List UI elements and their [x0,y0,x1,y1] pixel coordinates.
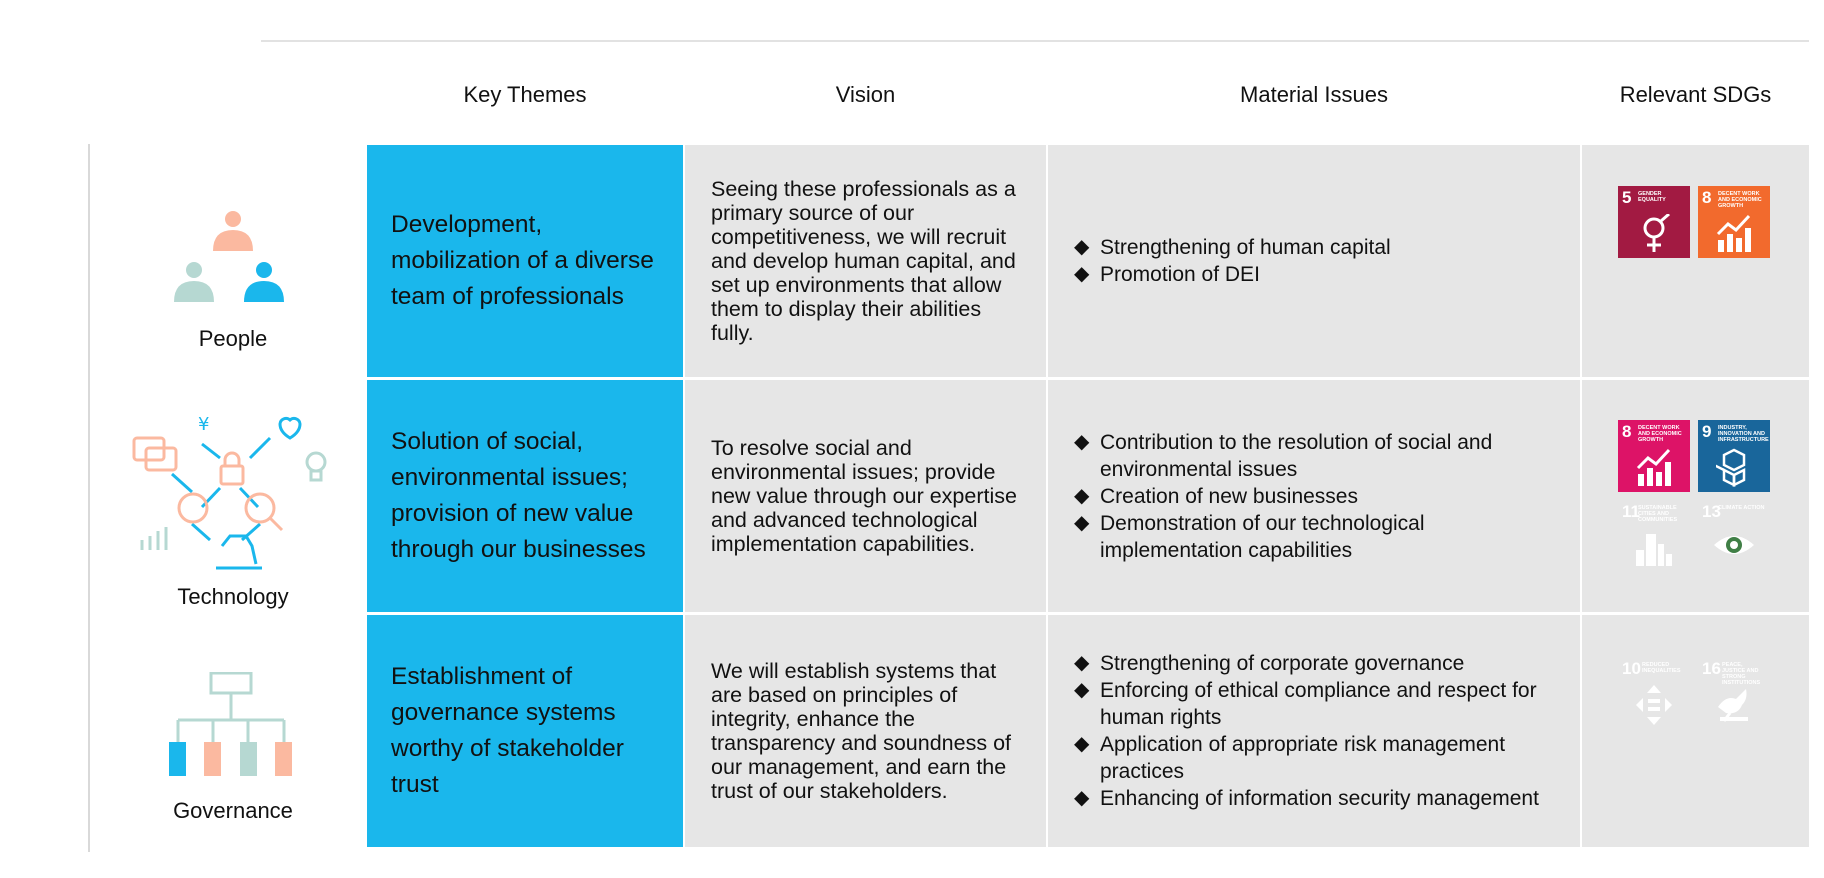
reduced-inequalities-icon [1636,685,1672,725]
list-item: Application of appropriate risk manageme… [1074,731,1554,785]
row-people-vision: Seeing these professionals as a primary … [685,145,1046,377]
row-governance-sdgs: 10 REDUCED INEQUALITIES 16 PEACE, JUSTIC… [1582,615,1809,847]
economic-growth-icon [1716,214,1751,252]
economic-growth-icon [1636,448,1671,486]
row-technology-theme: Solution of social, environmental issues… [367,380,683,612]
sdg-tile-8: 8 DECENT WORK AND ECONOMIC GROWTH [1698,186,1770,258]
row-governance-vision: We will establish systems that are based… [685,615,1046,847]
people-icon [174,211,284,302]
sdg-tile-10: 10 REDUCED INEQUALITIES [1618,657,1690,729]
material-issues-list: Contribution to the resolution of social… [1074,429,1554,564]
sdg-tile-16: 16 PEACE, JUSTICE AND STRONG INSTITUTION… [1698,657,1770,729]
city-icon [1636,534,1672,566]
material-issues-list: Strengthening of human capital Promotion… [1074,234,1391,288]
header-key-themes: Key Themes [463,82,587,107]
sdg-tile-5: 5 GENDER EQUALITY [1618,186,1690,258]
row-technology-issues: Contribution to the resolution of social… [1048,380,1580,612]
peace-dove-icon [1718,689,1748,722]
infrastructure-icon [1716,448,1746,488]
climate-eye-icon [1714,536,1754,554]
category-technology: ¥ Technology [120,412,346,610]
gender-equality-icon [1643,214,1670,252]
sdg-tile-9: 9 INDUSTRY, INNOVATION AND INFRASTRUCTUR… [1698,420,1770,492]
row-people-issues: Strengthening of human capital Promotion… [1048,145,1580,377]
category-label: People [198,326,268,351]
category-label: Governance [173,798,293,823]
governance-org-chart-icon [169,672,292,776]
left-divider [88,144,90,852]
list-item: Contribution to the resolution of social… [1074,429,1554,483]
list-item: Strengthening of corporate governance [1074,650,1554,677]
row-technology-sdgs: 8 DECENT WORK AND ECONOMIC GROWTH 9 INDU… [1582,380,1809,612]
row-technology-vision: To resolve social and environmental issu… [685,380,1046,612]
header-relevant-sdgs: Relevant SDGs [1619,82,1772,107]
category-governance: Governance [120,672,346,824]
list-item: Strengthening of human capital [1074,234,1391,261]
list-item: Demonstration of our technological imple… [1074,510,1554,564]
sdg-tile-11: 11 SUSTAINABLE CITIES AND COMMUNITIES [1618,500,1690,572]
category-people: People [120,206,346,352]
list-item: Creation of new businesses [1074,483,1554,510]
list-item: Enhancing of information security manage… [1074,785,1554,812]
sdg-tile-8: 8 DECENT WORK AND ECONOMIC GROWTH [1618,420,1690,492]
row-governance-theme: Establishment of governance systems wort… [367,615,683,847]
row-people-sdgs: 5 GENDER EQUALITY 8 DECENT WORK AND ECON… [1582,145,1809,377]
row-governance-issues: Strengthening of corporate governance En… [1048,615,1580,847]
list-item: Enforcing of ethical compliance and resp… [1074,677,1554,731]
header-vision: Vision [835,82,896,107]
category-label: Technology [177,584,289,609]
sdg-tile-13: 13 CLIMATE ACTION [1698,500,1770,572]
header-material-issues: Material Issues [1240,82,1388,107]
top-divider [261,40,1809,42]
svg-text:¥: ¥ [198,414,209,435]
material-issues-list: Strengthening of corporate governance En… [1074,650,1554,812]
technology-network-icon: ¥ [132,414,327,570]
row-people-theme: Development, mobilization of a diverse t… [367,145,683,377]
list-item: Promotion of DEI [1074,261,1391,288]
